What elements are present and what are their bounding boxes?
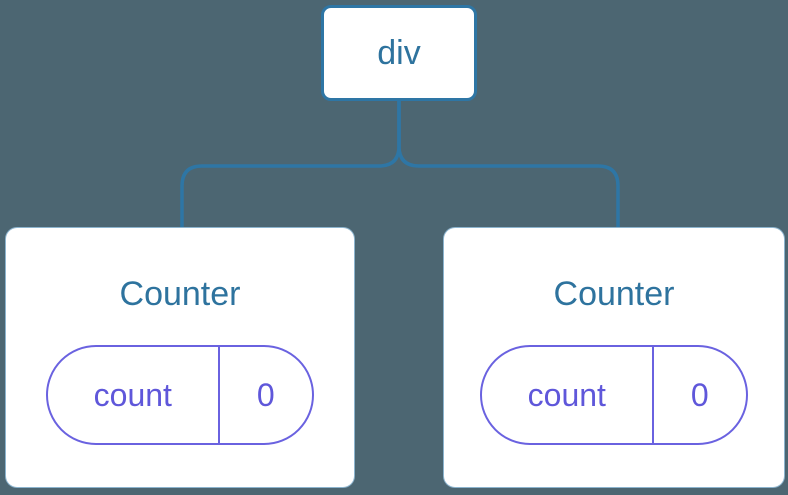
tree-node-div: div (321, 5, 477, 101)
state-pill: count 0 (480, 345, 748, 445)
root-node-label: div (377, 33, 421, 72)
connector-left-branch (180, 101, 401, 227)
state-name-cell: count (48, 347, 220, 443)
component-title: Counter (553, 275, 675, 313)
state-value-cell: 0 (654, 347, 746, 443)
state-value-cell: 0 (220, 347, 312, 443)
state-name-cell: count (482, 347, 654, 443)
component-title: Counter (119, 275, 241, 313)
state-name: count (527, 376, 606, 413)
state-value: 0 (256, 376, 275, 413)
state-value: 0 (690, 376, 709, 413)
tree-node-counter-1: Counter count 0 (5, 227, 355, 488)
connector-right-branch (397, 101, 620, 227)
tree-node-counter-2: Counter count 0 (443, 227, 785, 488)
state-name: count (93, 376, 172, 413)
state-pill: count 0 (46, 345, 314, 445)
